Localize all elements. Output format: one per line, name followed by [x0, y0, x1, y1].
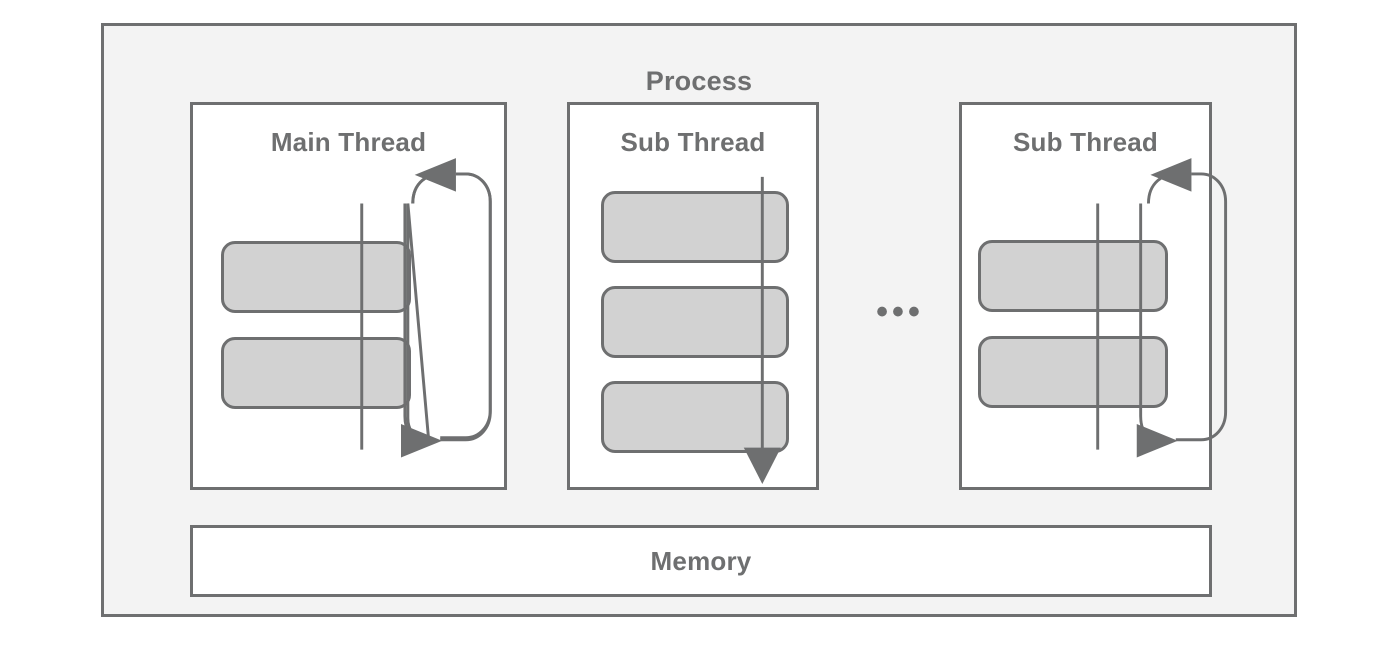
- arrowhead-right: [400, 423, 443, 458]
- task-block: [601, 191, 789, 263]
- task-block: [601, 381, 789, 453]
- memory-container: Memory: [190, 525, 1212, 597]
- thread-sub-2-label: Sub Thread: [1012, 127, 1158, 157]
- thread-main: Main Thread: [190, 102, 507, 490]
- task-block: [221, 337, 411, 409]
- memory-label: Memory: [650, 545, 752, 576]
- task-block: [601, 286, 789, 358]
- thread-sub-2: Sub Thread: [959, 102, 1228, 490]
- arrowhead-right: [1136, 423, 1178, 458]
- arrowhead-left: [414, 158, 456, 192]
- ellipsis-more-threads: •••: [876, 293, 924, 331]
- thread-sub-1-label: Sub Thread: [620, 127, 766, 157]
- arrowhead-down: [743, 447, 781, 485]
- thread-sub-1: Sub Thread: [567, 102, 819, 490]
- task-block: [221, 241, 411, 313]
- thread-main-label: Main Thread: [270, 127, 427, 157]
- task-block: [978, 240, 1168, 312]
- task-block: [978, 336, 1168, 408]
- process-title: Process: [645, 66, 753, 96]
- arrowhead-left: [1150, 158, 1192, 192]
